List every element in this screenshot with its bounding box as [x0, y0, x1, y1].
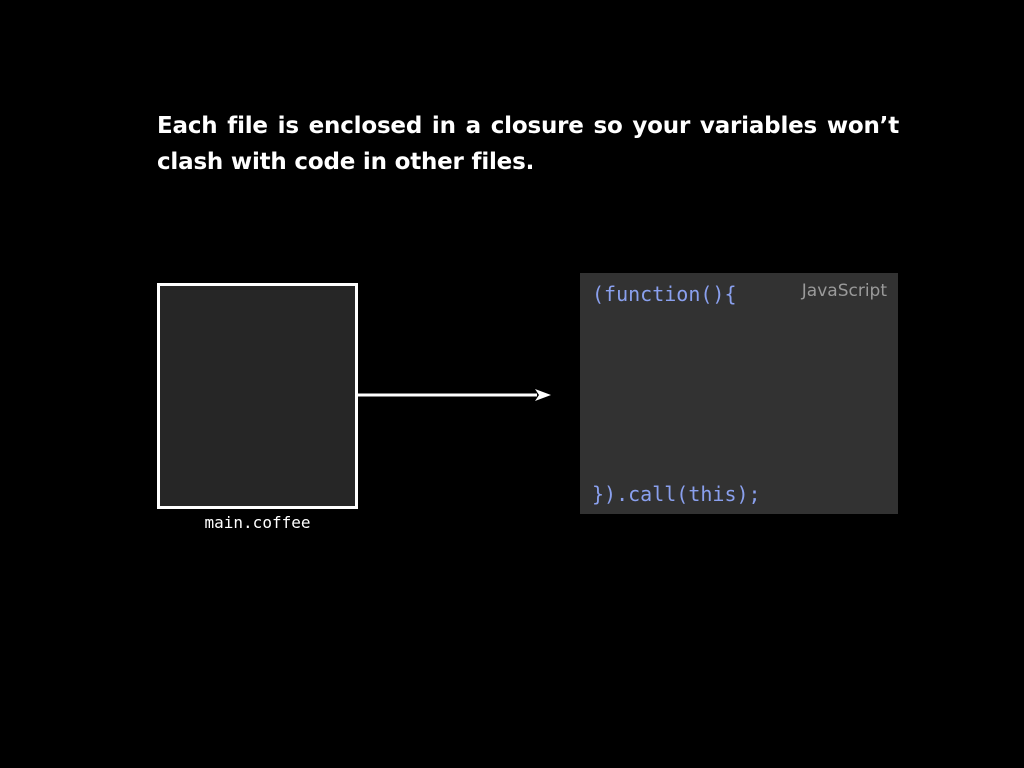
compile-arrow: [355, 389, 551, 401]
slide-heading: Each file is enclosed in a closure so yo…: [157, 113, 899, 175]
compile-arrow-head: [535, 389, 551, 401]
coffee-file-box: [157, 283, 358, 509]
language-label: JavaScript: [801, 281, 887, 301]
javascript-output-box: JavaScript (function(){ }).call(this);: [580, 273, 898, 514]
coffee-file-label: main.coffee: [204, 513, 311, 532]
closure-open-code: (function(){: [592, 282, 737, 306]
closure-close-code: }).call(this);: [592, 482, 761, 506]
